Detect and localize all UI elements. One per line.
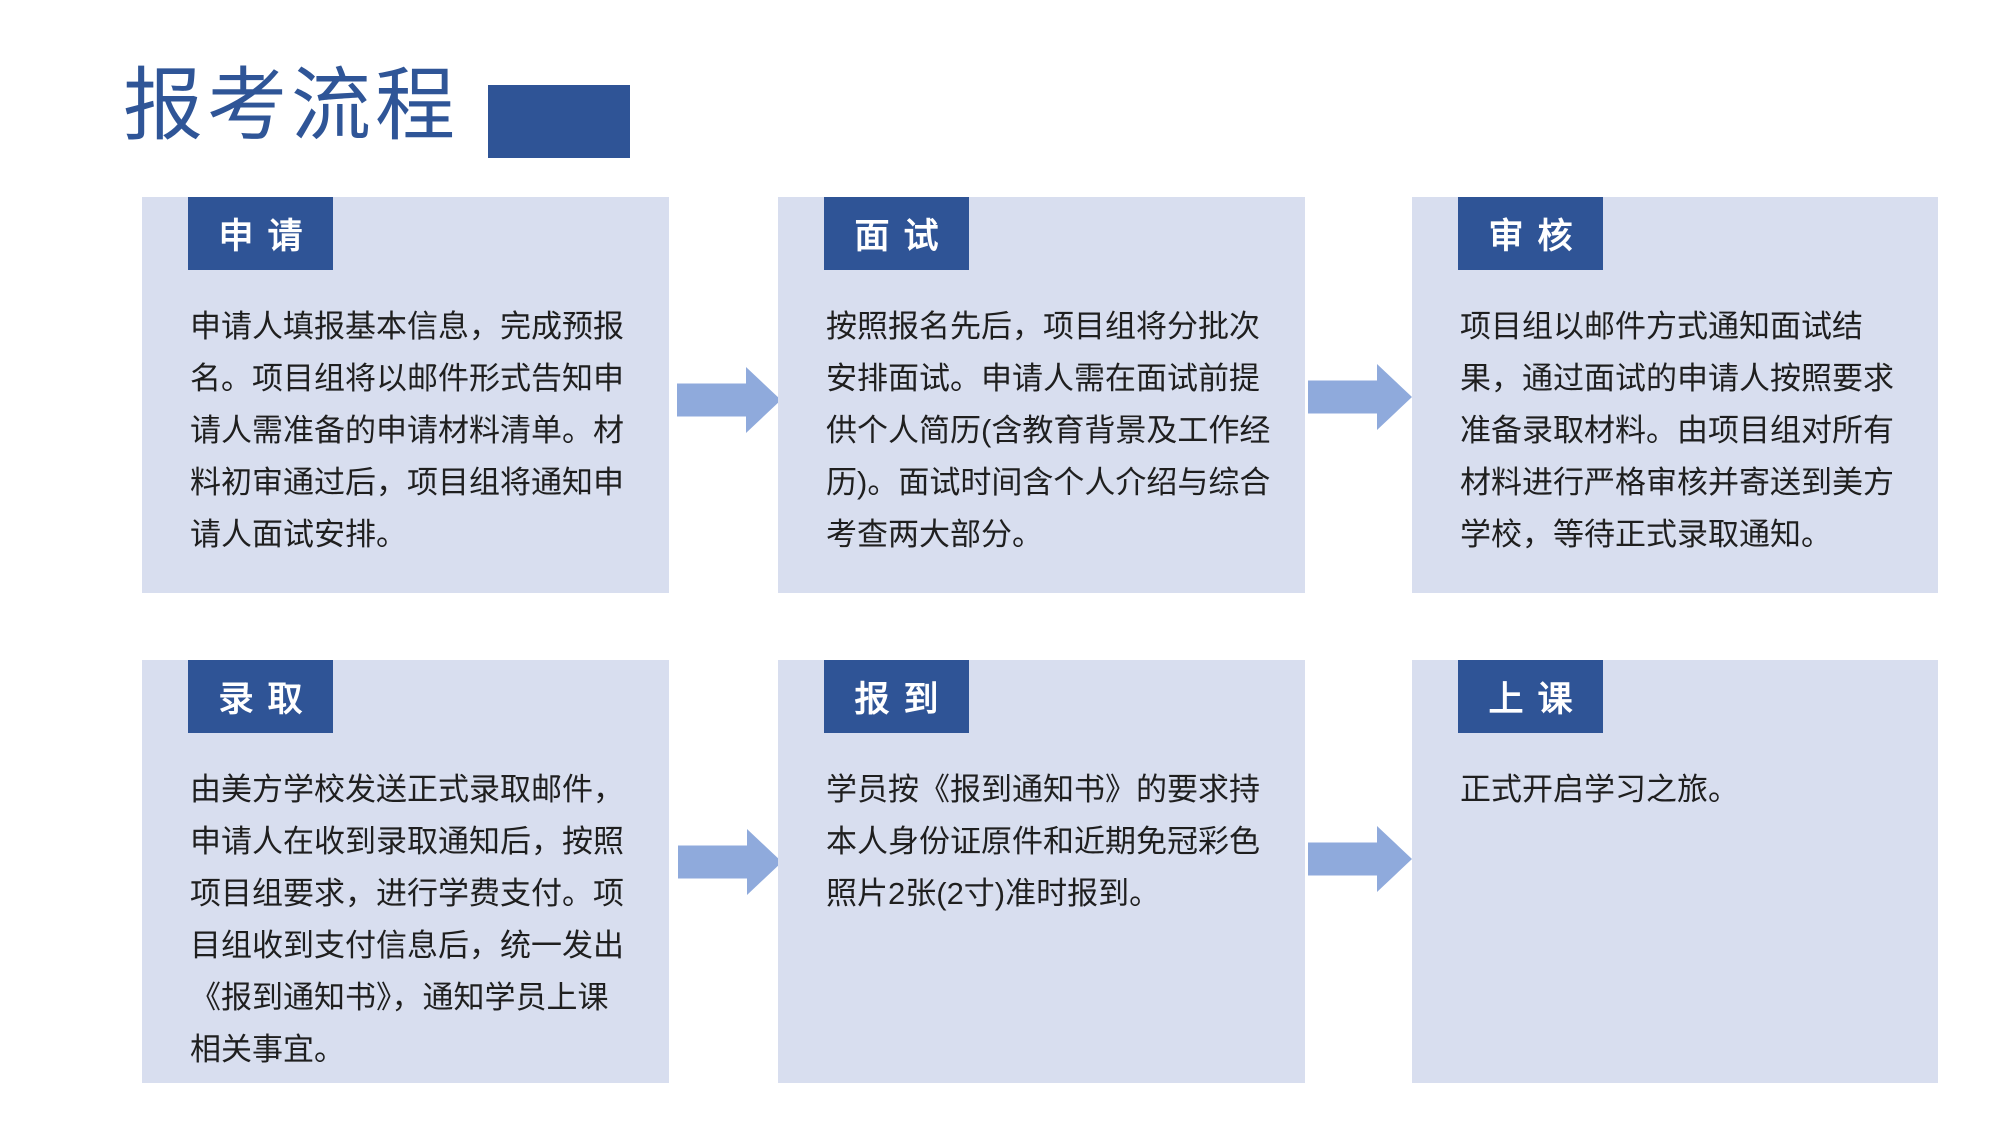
step-badge-label: 上课 <box>1488 680 1587 719</box>
flow-card-application: 申请 申请人填报基本信息，完成预报名。项目组将以邮件形式告知申请人需准备的申请材… <box>142 197 669 593</box>
step-badge-registration: 报到 <box>824 660 969 733</box>
flow-card-admission: 录取 由美方学校发送正式录取邮件，申请人在收到录取通知后，按照项目组要求，进行学… <box>142 660 669 1083</box>
flow-card-review: 审核 项目组以邮件方式通知面试结果，通过面试的申请人按照要求准备录取材料。由项目… <box>1412 197 1938 593</box>
step-description-admission: 由美方学校发送正式录取邮件，申请人在收到录取通知后，按照项目组要求，进行学费支付… <box>190 772 624 1067</box>
step-description-application: 申请人填报基本信息，完成预报名。项目组将以邮件形式告知申请人需准备的申请材料清单… <box>190 309 624 552</box>
step-badge-interview: 面试 <box>824 197 969 270</box>
step-description-review: 项目组以邮件方式通知面试结果，通过面试的申请人按照要求准备录取材料。由项目组对所… <box>1460 309 1894 552</box>
step-badge-label: 录取 <box>218 680 317 719</box>
step-description-interview: 按照报名先后，项目组将分批次安排面试。申请人需在面试前提供个人简历(含教育背景及… <box>826 309 1271 552</box>
step-description-class: 正式开启学习之旅。 <box>1460 772 1739 807</box>
step-badge-admission: 录取 <box>188 660 333 733</box>
step-badge-review: 审核 <box>1458 197 1603 270</box>
page-title: 报考流程 <box>123 61 459 150</box>
step-badge-label: 审核 <box>1488 217 1587 256</box>
flow-card-class: 上课 正式开启学习之旅。 <box>1412 660 1938 1083</box>
step-badge-label: 面试 <box>854 217 953 256</box>
step-badge-label: 申请 <box>218 217 317 256</box>
arrow-right-icon <box>678 829 782 895</box>
arrow-right-icon <box>677 367 781 433</box>
step-description-registration: 学员按《报到通知书》的要求持本人身份证原件和近期免冠彩色照片2张(2寸)准时报到… <box>826 772 1260 911</box>
flow-card-interview: 面试 按照报名先后，项目组将分批次安排面试。申请人需在面试前提供个人简历(含教育… <box>778 197 1305 593</box>
step-badge-label: 报到 <box>854 680 953 719</box>
title-accent-rect <box>488 85 630 158</box>
arrow-right-icon <box>1308 364 1412 430</box>
flow-card-registration: 报到 学员按《报到通知书》的要求持本人身份证原件和近期免冠彩色照片2张(2寸)准… <box>778 660 1305 1083</box>
step-badge-class: 上课 <box>1458 660 1603 733</box>
step-badge-application: 申请 <box>188 197 333 270</box>
arrow-right-icon <box>1308 826 1412 892</box>
